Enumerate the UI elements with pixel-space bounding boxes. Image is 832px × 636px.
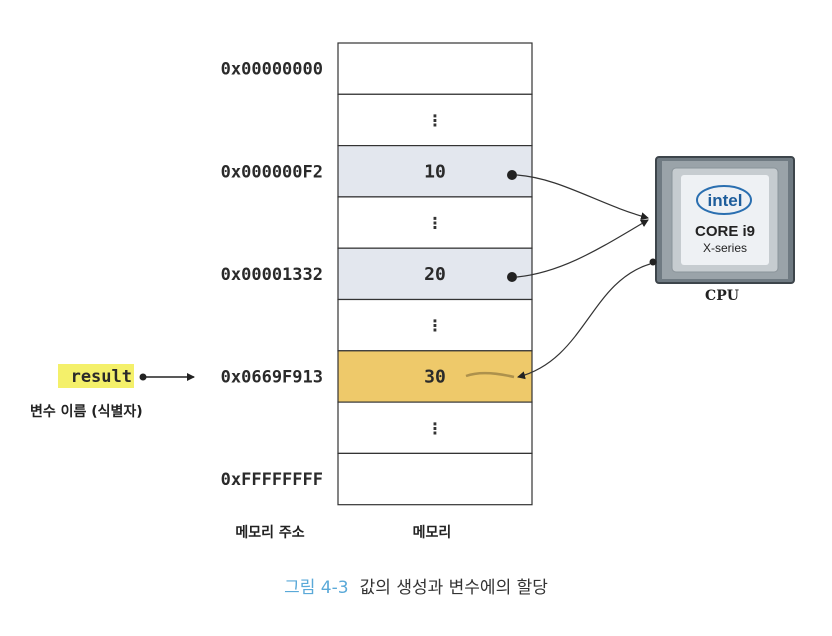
memory-cell [337,42,533,95]
figure-number: 그림 4-3 [284,578,348,598]
memory-cell-value: 20 [424,264,446,285]
memory-cell: ⋮ [337,298,533,352]
memory-cell-box [337,93,533,147]
variable-pointer-dot [139,373,147,381]
memory-cell-value: 10 [424,161,446,182]
address-column-label: 메모리 주소 [235,525,304,541]
memory-address-label: 0x00001332 [221,265,323,285]
memory-cell: 10 [337,145,533,198]
arrow-20-to-cpu [516,219,649,278]
cpu-brand: intel [708,191,743,210]
memory-cell: 20 [337,247,533,301]
variable-highlight [58,364,134,388]
ellipsis-marker: ⋮ [427,419,443,438]
variable-name: result [71,367,132,387]
arrow-cpu-to-result [517,263,651,380]
address-labels: 0x00000000 0x000000F2 0x00001332 0x0669F913… [221,60,323,490]
operand-dot-20 [507,272,517,282]
memory-cell: 30 [337,350,533,403]
memory-cell-box [337,247,533,301]
memory-cells: ⋮ 10 ⋮ 20 ⋮ 30 ⋮ [337,42,533,506]
memory-address-label: 0x0669F913 [221,367,323,387]
memory-cell-box [337,145,533,198]
memory-address-label: 0xFFFFFFFF [221,470,323,490]
cpu-model: CORE i9 [695,223,755,240]
memory-cell-value: 30 [424,366,446,387]
memory-cell-box [337,196,533,249]
brush-stroke [465,371,515,379]
figure-caption: 그림 4-3 값의 생성과 변수에의 할당 [284,578,548,598]
cpu-series: X-series [703,241,747,255]
data-flow-arrows [465,170,651,380]
memory-cell-box [337,42,533,95]
variable-identifier: result 변수 이름 (식별자) [30,364,195,420]
intel-logo [696,185,752,215]
memory-cell-box [337,350,533,403]
memory-address-label: 0x00000000 [221,60,323,80]
memory-cell-box [337,452,533,506]
memory-cell: ⋮ [337,196,533,249]
ellipsis-marker: ⋮ [427,316,443,335]
memory-cell [337,452,533,506]
ellipsis-marker: ⋮ [427,111,443,130]
memory-cell: ⋮ [337,93,533,147]
memory-column-label: 메모리 [413,525,452,541]
variable-caption: 변수 이름 (식별자) [30,403,143,420]
ellipsis-marker: ⋮ [427,214,443,233]
operand-dot-10 [507,170,517,180]
cpu-output-dot [649,258,657,266]
memory-cell: ⋮ [337,401,533,455]
cpu-chip: intel CORE i9 X-series CPU [649,156,795,304]
figure-title: 값의 생성과 변수에의 할당 [360,578,549,598]
memory-address-label: 0x000000F2 [221,162,323,182]
cpu-label: CPU [705,288,739,304]
arrow-10-to-cpu [516,174,649,221]
